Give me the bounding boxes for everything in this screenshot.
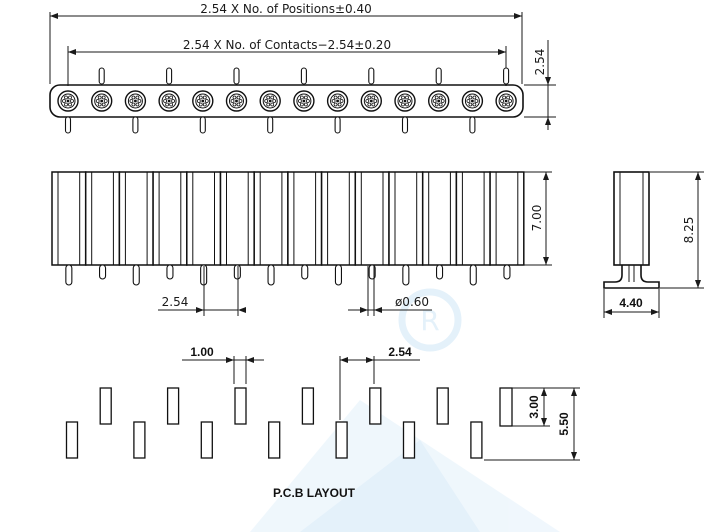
top-contact	[57, 90, 79, 112]
pcb-pad	[369, 387, 382, 425]
top-pin	[469, 116, 476, 134]
top-pin	[132, 116, 139, 134]
pcb-pad	[166, 387, 180, 425]
top-contact	[360, 90, 382, 112]
front-contact	[388, 171, 424, 286]
pcb-pad	[301, 387, 315, 425]
top-contact	[259, 90, 281, 112]
pcb-layout-title: P.C.B LAYOUT	[273, 486, 356, 500]
top-pin	[267, 116, 274, 134]
front-contact	[287, 171, 323, 280]
top-pins	[64, 67, 510, 134]
top-pin	[334, 116, 341, 134]
pin-diameter-dimension: ø0.60	[395, 295, 429, 309]
top-contact	[495, 90, 517, 112]
front-cells	[51, 171, 525, 286]
front-view: 7.00 2.54 ø0.60	[51, 171, 552, 316]
front-contact	[152, 171, 188, 280]
front-contact	[253, 171, 289, 286]
pcb-pad	[402, 421, 416, 459]
top-pin	[199, 116, 206, 134]
top-contact	[293, 90, 315, 112]
top-contact	[394, 90, 416, 112]
watermark-mark: R	[420, 304, 439, 337]
pcb-pads	[65, 387, 483, 459]
pcb-pad-width-dimension: 1.00	[190, 345, 214, 359]
pcb-pitch-dimension: 2.54	[388, 345, 412, 359]
front-contact	[186, 171, 222, 286]
pcb-pad	[65, 421, 79, 459]
contacts-dimension: 2.54 X No. of Contacts−2.54±0.20	[183, 38, 391, 52]
top-pin	[166, 67, 173, 85]
top-contact	[124, 90, 147, 112]
side-width-dimension: 4.40	[619, 296, 643, 310]
side-view: 8.25 4.40	[603, 171, 704, 318]
top-contact	[428, 90, 450, 112]
top-pin	[233, 67, 240, 85]
watermark: R	[250, 288, 560, 532]
positions-dimension: 2.54 X No. of Positions±0.40	[200, 2, 371, 16]
front-contact	[118, 171, 154, 286]
pcb-pad	[133, 421, 146, 459]
top-contact	[225, 90, 248, 112]
pcb-pad-length-dimension: 3.00	[527, 395, 541, 419]
top-pin	[300, 67, 307, 85]
pcb-pad	[335, 421, 348, 459]
pcb-pad	[470, 421, 483, 459]
front-contact	[51, 171, 87, 286]
pitch-top-dimension: 2.54	[533, 49, 547, 76]
height-dimension: 7.00	[530, 205, 544, 232]
front-contact	[320, 171, 357, 286]
front-contact	[84, 171, 121, 280]
pcb-pad	[200, 421, 213, 459]
top-pin	[368, 67, 375, 85]
top-contact	[461, 90, 484, 112]
pitch-front-dimension: 2.54	[162, 295, 189, 309]
side-height-dimension: 8.25	[682, 217, 696, 244]
top-pin	[401, 116, 409, 134]
top-contact	[192, 90, 214, 112]
front-contact	[421, 171, 458, 280]
top-pin	[503, 67, 510, 85]
pcb-pad	[436, 387, 449, 425]
top-contact	[90, 90, 113, 112]
front-contact	[489, 171, 525, 280]
pcb-row-span-dimension: 5.50	[557, 412, 571, 436]
top-pin	[64, 116, 72, 134]
front-contact	[455, 171, 491, 286]
top-pin	[435, 67, 442, 85]
front-contact	[354, 171, 390, 280]
pcb-pad	[234, 387, 247, 425]
top-contact	[158, 90, 180, 112]
top-pin	[98, 67, 105, 85]
top-contacts	[57, 90, 517, 112]
pcb-pad	[99, 387, 112, 425]
top-contact	[326, 90, 349, 112]
pcb-layout: 1.00 2.54 3.00 5.50 P.C.B LAYOUT	[65, 345, 580, 500]
front-contact	[219, 171, 255, 280]
top-view: 2.54 X No. of Positions±0.40 2.54 X No. …	[49, 2, 556, 134]
pcb-pad	[268, 421, 281, 459]
top-view-body	[49, 84, 524, 118]
